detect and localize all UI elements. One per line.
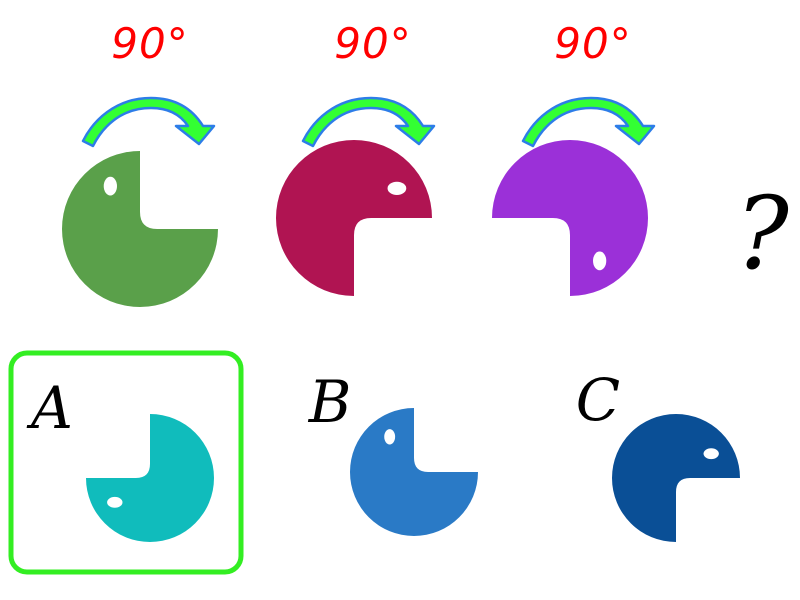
- eye-icon: [387, 181, 407, 195]
- unknown-question-mark: ?: [735, 175, 790, 292]
- sequence-shape-2: [276, 140, 432, 296]
- sequence-shape-3: [492, 140, 648, 296]
- option-shape-a[interactable]: [86, 414, 214, 542]
- option-shape-c[interactable]: [612, 414, 740, 542]
- option-label-a: A: [26, 374, 73, 442]
- selected-option-frame[interactable]: [8, 350, 244, 575]
- option-label-c: C: [576, 366, 620, 434]
- pac-body: [86, 414, 214, 542]
- eye-icon: [384, 429, 396, 445]
- eye-icon: [103, 176, 117, 196]
- rotation-label-2: 90°: [334, 19, 411, 68]
- option-label-b: B: [308, 368, 352, 436]
- option-shape-b[interactable]: [350, 408, 478, 536]
- pac-body: [276, 140, 432, 296]
- rotation-label-3: 90°: [554, 19, 631, 68]
- pac-body: [492, 140, 648, 296]
- sequence-shape-1: [62, 151, 218, 307]
- rotation-label-1: 90°: [111, 19, 188, 68]
- pac-body: [350, 408, 478, 536]
- curved-arrow-icon: [81, 96, 216, 148]
- eye-icon: [703, 448, 719, 460]
- curved-arrow-icon: [301, 96, 436, 148]
- pac-body: [612, 414, 740, 542]
- eye-icon: [593, 251, 607, 271]
- eye-icon: [107, 496, 123, 508]
- pac-body: [62, 151, 218, 307]
- curved-arrow-icon: [521, 96, 656, 148]
